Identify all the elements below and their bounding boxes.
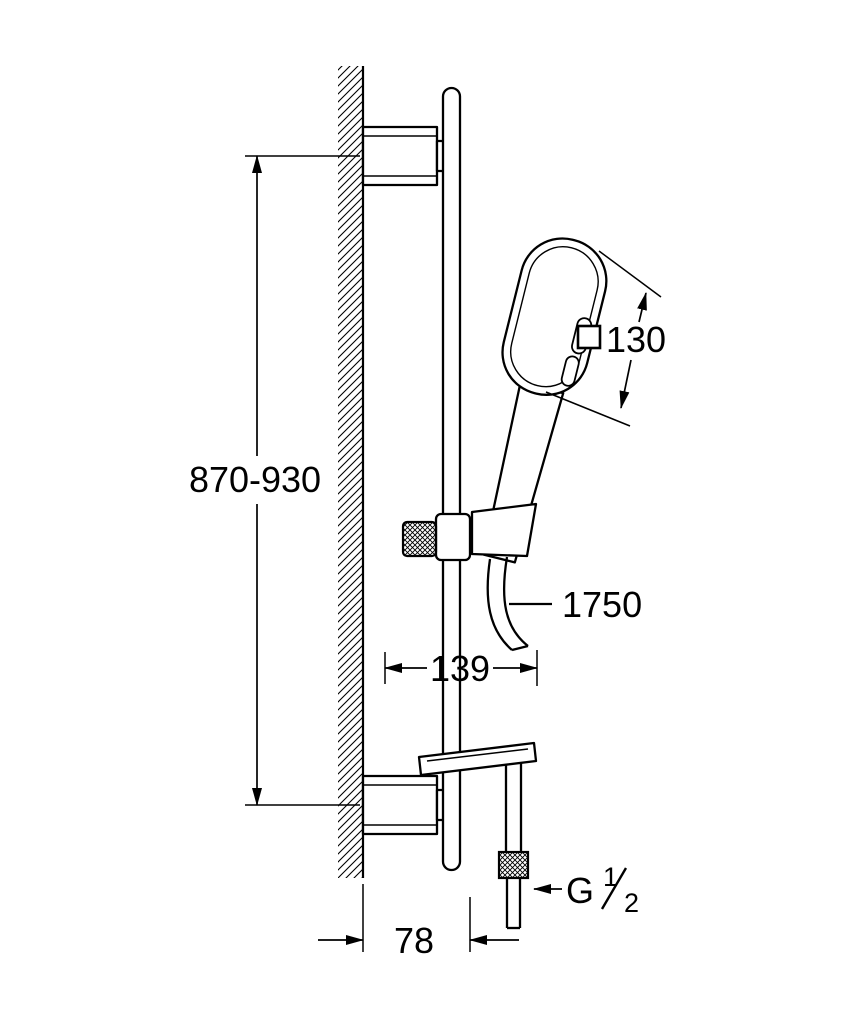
dim-head-ext-bottom	[545, 391, 631, 427]
dim-height-label: 870-930	[189, 459, 321, 500]
wall-hatching	[338, 66, 363, 878]
dim-width-label: 139	[430, 648, 490, 689]
dim-head-line-lower	[619, 359, 632, 409]
hose-line	[502, 556, 529, 647]
dim-head-size: 130	[545, 250, 666, 427]
hose-line	[486, 558, 513, 651]
wall	[338, 66, 365, 878]
thread-numerator-label: 1	[603, 862, 618, 892]
shower-rail	[441, 86, 462, 872]
top-wall-bracket	[361, 125, 446, 187]
shelf-outline	[417, 741, 538, 777]
dim-head-ext-top	[598, 250, 662, 298]
shelf-tray	[417, 741, 538, 777]
dim-wall-distance: 78	[318, 884, 519, 961]
shower-hose-lower	[504, 763, 523, 852]
hose-end-cap	[511, 644, 529, 652]
shower-holder-cup	[470, 502, 538, 558]
hose-nut	[497, 850, 530, 880]
hose-outlet	[505, 878, 522, 930]
shower-button-bottom	[560, 355, 580, 387]
dim-head-line-upper	[637, 292, 647, 323]
dim-hose-length: 1750	[509, 584, 642, 625]
dim-width: 139	[384, 648, 538, 689]
dim-height: 870-930	[189, 155, 360, 806]
slider-knurled-knob	[401, 520, 438, 558]
hand-shower-head	[501, 237, 608, 396]
dim-wall-distance-label: 78	[394, 920, 434, 961]
thread-fraction-slash	[600, 867, 628, 910]
thread-denominator-label: 2	[624, 888, 639, 918]
thread-letter-label: G	[566, 870, 594, 911]
slider-ring	[434, 512, 472, 562]
dim-hose-length-label: 1750	[562, 584, 642, 625]
dim-head-size-label: 130	[606, 319, 666, 360]
bottom-wall-bracket	[361, 774, 446, 836]
shelf-lip-line	[426, 748, 529, 762]
thread-spec: G 1 2	[533, 862, 639, 918]
shower-hose-upper	[486, 556, 529, 652]
head-size-square-icon	[576, 324, 602, 350]
